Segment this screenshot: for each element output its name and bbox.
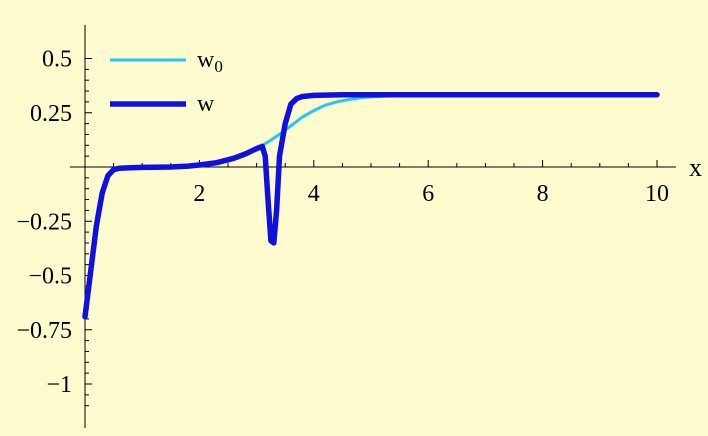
series-line-0 — [83, 93, 659, 319]
y-tick-label: −0.5 — [28, 264, 72, 290]
legend: w0 w — [110, 47, 223, 117]
x-tick-label: 8 — [537, 181, 549, 207]
legend-label-1: w — [197, 91, 215, 117]
y-tick-label: −0.25 — [16, 209, 72, 235]
ticks: 2 4 6 8 10 0.5 0.25 −0.25 −0.5 −0.75 −1 — [16, 47, 669, 407]
y-tick-label: 0.5 — [42, 47, 72, 73]
x-tick-label: 10 — [645, 181, 669, 207]
y-tick-label: −0.75 — [16, 318, 72, 344]
y-tick-label: −1 — [46, 372, 72, 398]
legend-label-0: w0 — [197, 47, 223, 76]
legend-subscript: 0 — [214, 57, 223, 76]
y-tick-label: 0.25 — [30, 101, 72, 127]
axes — [70, 25, 676, 428]
x-tick-label: 4 — [308, 181, 320, 207]
x-tick-label: 6 — [422, 181, 434, 207]
x-axis-label: x — [689, 153, 702, 182]
series-line-1 — [82, 91, 660, 320]
series-group — [82, 91, 660, 320]
x-tick-label: 2 — [193, 181, 205, 207]
